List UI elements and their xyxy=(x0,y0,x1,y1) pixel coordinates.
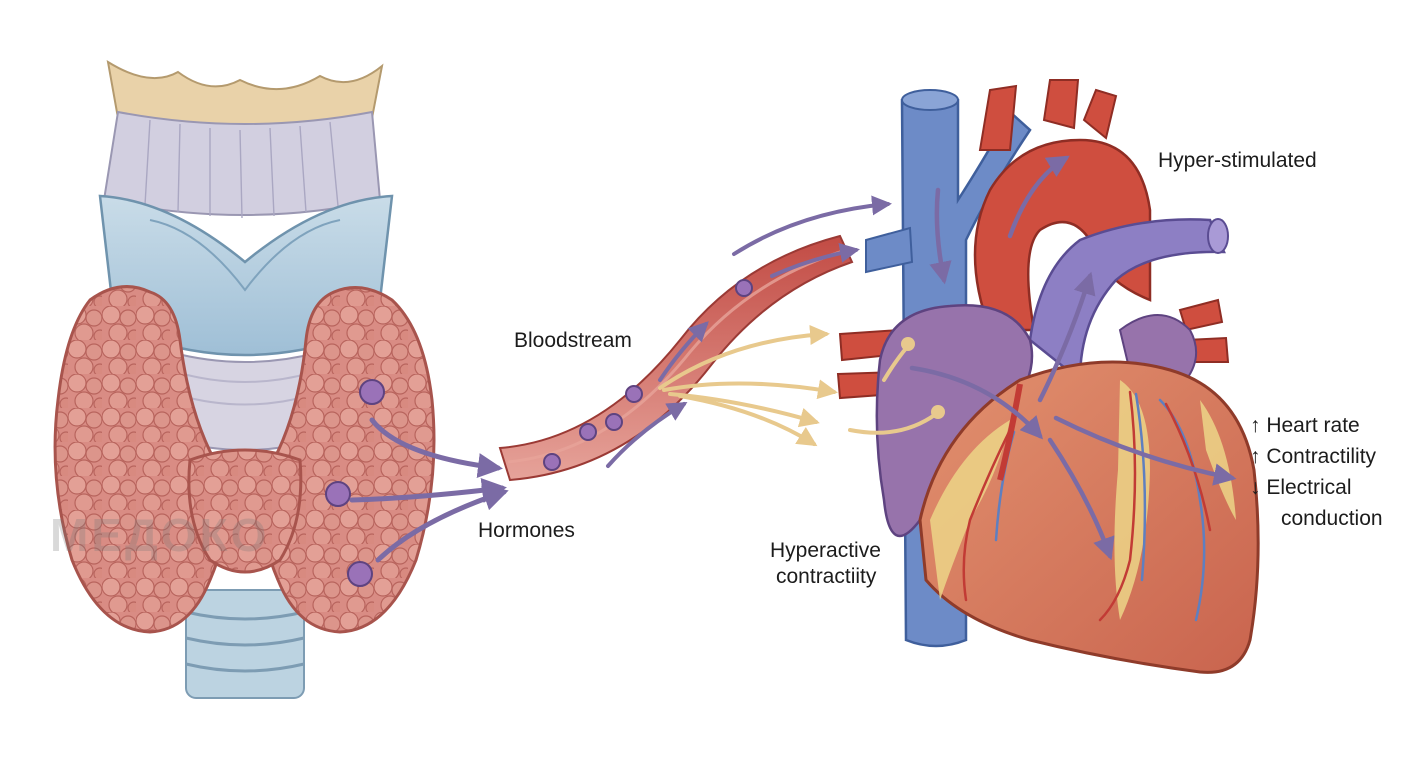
cardiac-effects-list: ↑ Heart rate ↑ Contractility ↓ Electrica… xyxy=(1250,410,1383,534)
up-arrow-icon: ↑ Contractility xyxy=(1250,445,1376,468)
electrical-conduction-effect-line2: conduction xyxy=(1250,503,1383,534)
watermark: МЕДОКО xyxy=(50,508,269,562)
bloodstream-label: Bloodstream xyxy=(514,328,632,353)
up-arrow-icon: ↑ Heart rate xyxy=(1250,414,1360,437)
hyperactive-label-line2: contractiity xyxy=(776,564,876,589)
hyper-stimulated-label: Hyper-stimulated xyxy=(1158,148,1317,173)
trachea xyxy=(186,590,304,698)
hormone-particle xyxy=(544,454,560,470)
hormone-particle xyxy=(736,280,752,296)
hormone-particle xyxy=(360,380,384,404)
hormones-label: Hormones xyxy=(478,518,575,543)
hormone-particle xyxy=(348,562,372,586)
hormone-particle xyxy=(606,414,622,430)
hormone-particle xyxy=(326,482,350,506)
thyroid-illustration xyxy=(55,62,434,698)
heart-rate-effect: ↑ Heart rate xyxy=(1250,410,1383,441)
hormone-particle xyxy=(626,386,642,402)
down-arrow-icon: ↓ Electrical xyxy=(1250,476,1352,499)
contractility-effect: ↑ Contractility xyxy=(1250,441,1383,472)
hyperactive-label-line1: Hyperactive xyxy=(770,538,881,563)
electrical-conduction-effect: ↓ Electrical xyxy=(1250,472,1383,503)
hormone-particle xyxy=(580,424,596,440)
